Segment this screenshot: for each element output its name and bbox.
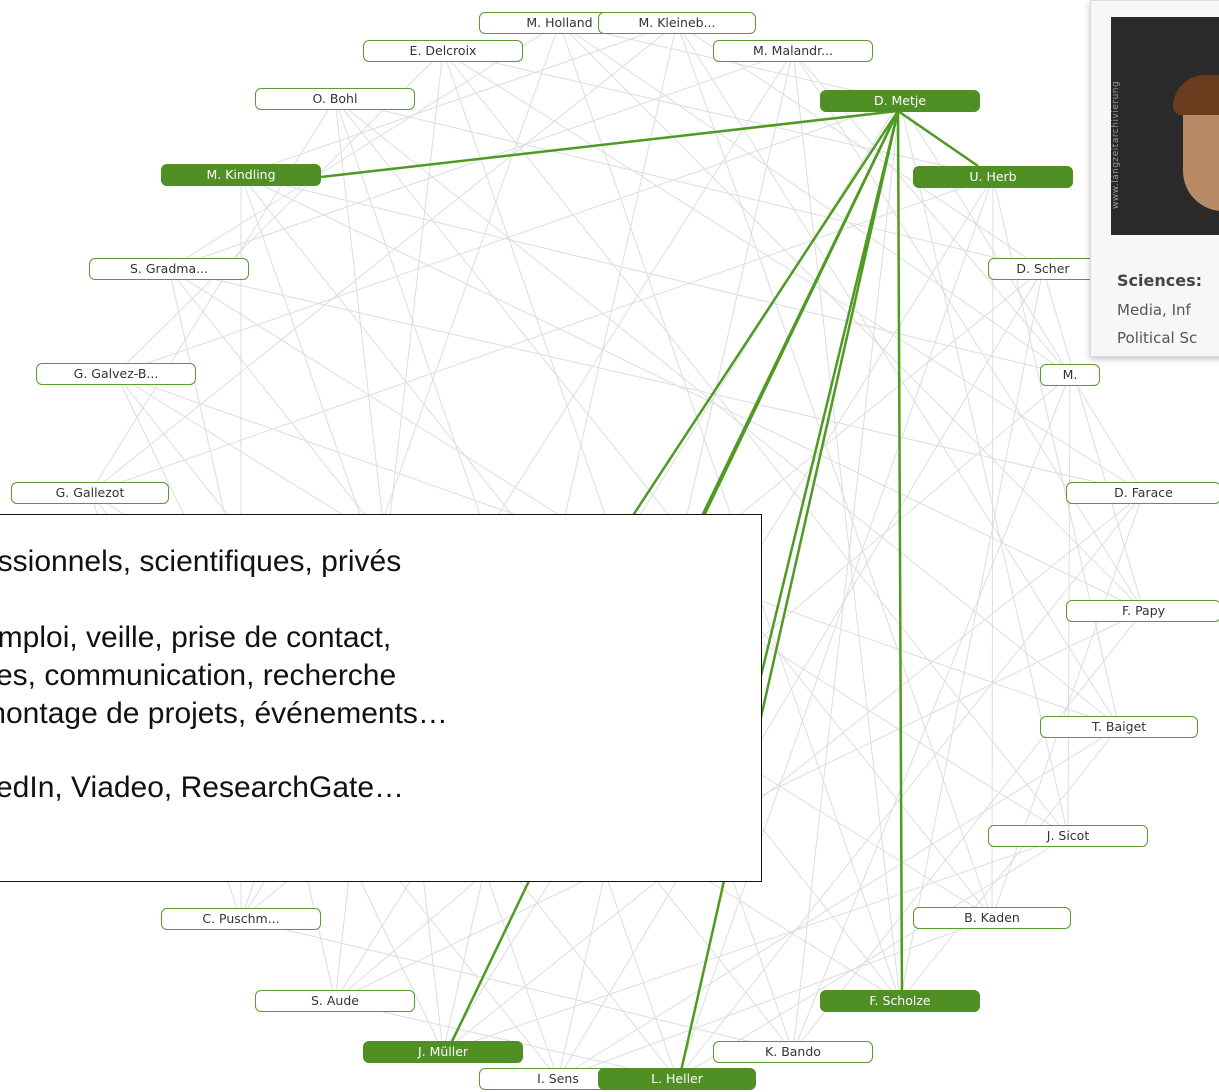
- edge-j-sicot-e-delcroix: [442, 50, 1069, 837]
- node-f-papy[interactable]: F. Papy: [1066, 600, 1219, 622]
- edge-b-kaden-o-bohl: [334, 98, 993, 919]
- node-e-delcroix[interactable]: E. Delcroix: [363, 40, 523, 62]
- node-m-malandr[interactable]: M. Malandr...: [713, 40, 873, 62]
- edge-u-herb-b-kaden: [991, 176, 994, 919]
- node-c-puschm[interactable]: C. Puschm...: [161, 908, 321, 930]
- edge-d-farace-l-heller: [676, 492, 1144, 1080]
- node-g-galvez[interactable]: G. Galvez-B...: [36, 363, 196, 385]
- edge-m-holland-s-gradma: [168, 22, 560, 270]
- edge-t-baiget-f-scholze: [899, 726, 1120, 1002]
- node-m-right[interactable]: M.: [1040, 364, 1100, 386]
- edge-e-delcroix-u-herb: [442, 50, 994, 178]
- edge-b-kaden-i-sens: [557, 917, 993, 1080]
- overlay-line-4: montage de projets, événements…: [0, 697, 448, 730]
- node-f-scholze[interactable]: F. Scholze: [820, 990, 980, 1012]
- node-b-kaden[interactable]: B. Kaden: [913, 907, 1071, 929]
- edge-m-kindling-m-right: [240, 174, 1071, 376]
- node-o-bohl[interactable]: O. Bohl: [255, 88, 415, 110]
- edge-d-metje-overlay-a: [628, 110, 900, 521]
- edge-l-heller-u-herb: [676, 176, 994, 1080]
- edge-f-scholze-m-holland: [559, 22, 901, 1002]
- node-i-sens[interactable]: I. Sens: [479, 1068, 637, 1090]
- overlay-line-2: emploi, veille, prise de contact,: [0, 621, 392, 654]
- edge-d-farace-j-muller: [442, 492, 1144, 1053]
- edge-f-papy-k-bando: [792, 610, 1144, 1053]
- edge-s-aude-l-heller: [334, 1000, 678, 1080]
- overlay-line-3: ses, communication, recherche: [0, 659, 397, 692]
- edge-o-bohl-t-baiget: [334, 98, 1120, 728]
- edge-o-bohl-d-scher: [334, 98, 1044, 270]
- edge-b-kaden-m-kleineb: [676, 22, 993, 919]
- edge-d-metje-u-herb: [897, 109, 979, 168]
- edge-m-kleineb-g-gallezot: [89, 22, 678, 494]
- photo-watermark: www.langzeitarchivierung: [1111, 80, 1121, 209]
- node-d-metje[interactable]: D. Metje: [820, 90, 980, 112]
- edge-d-metje-m-kindling: [320, 109, 899, 179]
- edge-m-kleineb-d-scher: [676, 22, 1044, 270]
- edge-m-malandr-f-papy: [792, 50, 1144, 612]
- node-m-kleineb[interactable]: M. Kleineb...: [598, 12, 756, 34]
- overlay-text-box: essionnels, scientifiques, privés emploi…: [0, 514, 762, 882]
- overlay-line-1: essionnels, scientifiques, privés: [0, 545, 402, 578]
- sciences-line-1: Media, Inf: [1117, 301, 1191, 319]
- node-l-heller[interactable]: L. Heller: [598, 1068, 756, 1090]
- edge-c-puschm-k-bando: [240, 918, 794, 1053]
- edge-d-metje-f-scholze: [896, 110, 904, 1003]
- edge-i-sens-d-scher: [557, 268, 1044, 1080]
- node-s-gradma[interactable]: S. Gradma...: [89, 258, 249, 280]
- edge-f-scholze-m-malandr: [792, 50, 901, 1002]
- edge-j-sicot-l-heller: [676, 835, 1069, 1080]
- edge-s-gradma-d-farace: [168, 268, 1144, 494]
- profile-card: www.langzeitarchivierung Sciences: Media…: [1090, 0, 1219, 357]
- edge-t-baiget-i-sens: [557, 726, 1120, 1080]
- node-g-gallezot[interactable]: G. Gallezot: [11, 482, 169, 504]
- edge-m-holland-d-metje: [559, 22, 901, 102]
- edge-m-kindling-f-papy: [240, 174, 1144, 612]
- edge-k-bando-d-metje: [792, 100, 901, 1053]
- sciences-line-2: Political Sc: [1117, 329, 1198, 347]
- sciences-label: Sciences:: [1117, 271, 1202, 290]
- node-d-farace[interactable]: D. Farace: [1066, 482, 1219, 504]
- edge-d-farace-b-kaden: [991, 492, 1144, 919]
- node-u-herb[interactable]: U. Herb: [913, 166, 1073, 188]
- edge-d-metje-overlay-c: [758, 110, 900, 681]
- edge-d-scher-f-scholze: [899, 268, 1044, 1002]
- node-s-aude[interactable]: S. Aude: [255, 990, 415, 1012]
- edge-d-metje-overlay-b: [698, 110, 900, 521]
- overlay-line-5: kedIn, Viadeo, ResearchGate…: [0, 771, 405, 804]
- node-j-muller[interactable]: J. Müller: [363, 1041, 523, 1063]
- edge-d-metje-j-sicot: [899, 100, 1069, 837]
- edge-d-scher-f-papy: [1042, 268, 1144, 612]
- node-d-scher[interactable]: D. Scher: [988, 258, 1098, 280]
- edge-m-kleineb-m-kindling: [240, 22, 678, 176]
- node-m-kindling[interactable]: M. Kindling: [161, 164, 321, 186]
- profile-photo: [1111, 17, 1219, 235]
- node-j-sicot[interactable]: J. Sicot: [988, 825, 1148, 847]
- node-t-baiget[interactable]: T. Baiget: [1040, 716, 1198, 738]
- edge-d-metje-l-heller: [677, 110, 900, 1081]
- node-k-bando[interactable]: K. Bando: [713, 1041, 873, 1063]
